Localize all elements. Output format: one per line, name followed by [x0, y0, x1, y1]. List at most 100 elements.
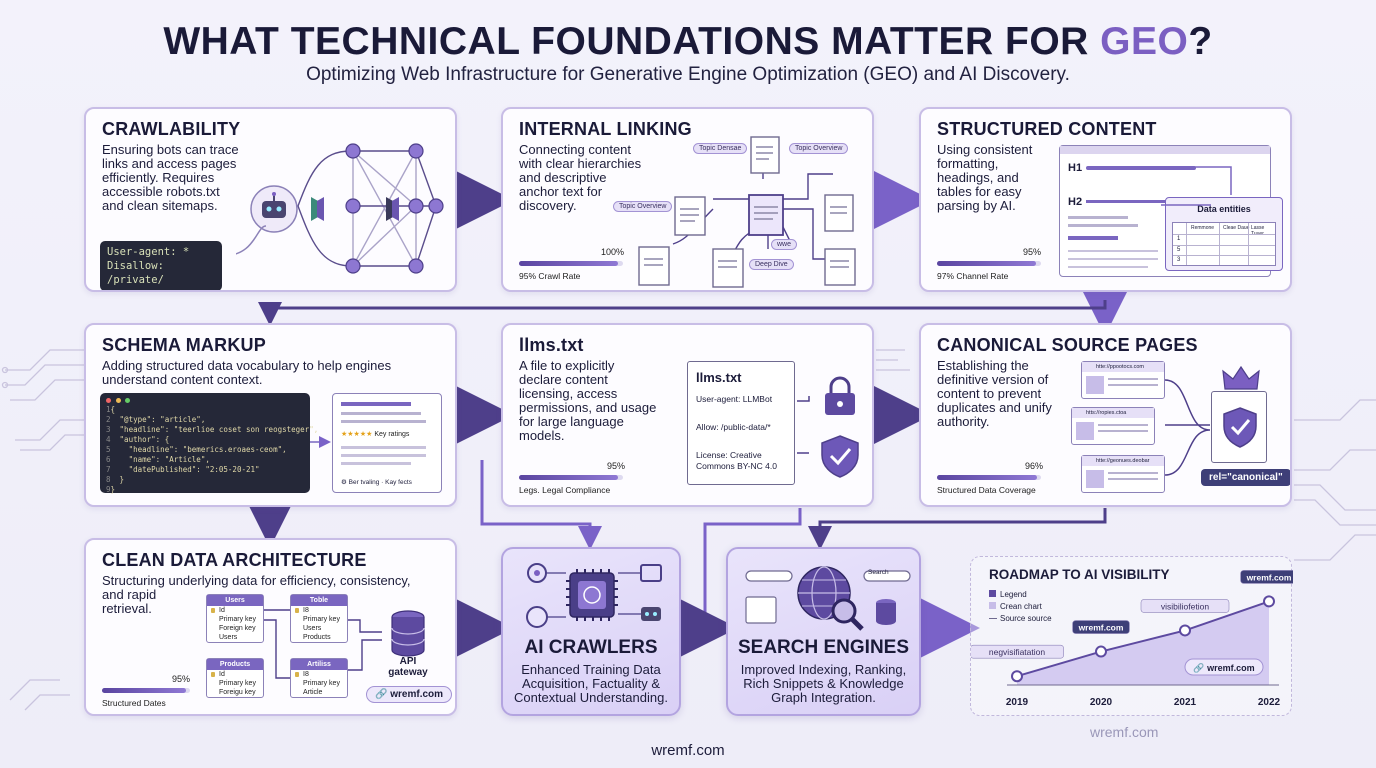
database-icon: [876, 599, 896, 625]
roadmap-link-label: 🔗 wremf.com: [1193, 662, 1254, 674]
legal-bar: [519, 475, 623, 480]
search-engines-card: Search SEARCH ENGINES Improved Indexing,…: [726, 547, 921, 716]
robot-icon: [640, 564, 662, 621]
h2-tag: H2: [1068, 196, 1083, 208]
url-page: htts://ropies.ctoa: [1071, 407, 1155, 445]
roadmap-point-label-box: [1240, 570, 1293, 584]
roadmap-point: [1263, 595, 1275, 608]
shield-check-icon: [1223, 407, 1257, 448]
clean-data-title: CLEAN DATA ARCHITECTURE: [102, 550, 367, 570]
roadmap-line: [1016, 600, 1270, 678]
roadmap-year: 2020: [1090, 697, 1113, 708]
schema-markup-title: SCHEMA MARKUP: [102, 335, 266, 355]
watermark: wremf.com: [1090, 724, 1159, 740]
canonical-title: CANONICAL SOURCE PAGES: [937, 335, 1198, 355]
search-engines-title: SEARCH ENGINES: [737, 637, 910, 658]
coverage-bar: [937, 475, 1041, 480]
dates-bar: [102, 688, 190, 693]
channel-rate-pct: 95%: [1023, 247, 1042, 257]
llms-file-icon: llms.txt User-agent: LLMBot Allow: /publ…: [687, 361, 795, 485]
page-subtitle: Optimizing Web Infrastructure for Genera…: [306, 64, 1070, 85]
roadmap-point-label: visibiliofetion: [1161, 601, 1209, 611]
roadmap-year: 2022: [1258, 697, 1281, 708]
clean-data-desc: Structuring underlying data for efficien…: [102, 573, 411, 616]
roadmap-point-label: wremf.com: [1078, 623, 1124, 633]
search-field-label: Search: [868, 569, 889, 576]
roadmap-title: ROADMAP TO AI VISIBILITY: [989, 567, 1170, 582]
link-badge[interactable]: 🔗 wremf.com: [366, 686, 453, 703]
link-pill: wwe: [771, 239, 798, 250]
channel-rate-label: 97% Channel Rate: [937, 271, 1009, 281]
legal-label: Legs. Legal Compliance: [519, 485, 611, 495]
ai-chip-icons: [526, 563, 662, 628]
legal-pct: 95%: [607, 461, 626, 471]
url-page: htte://geonues.deobar: [1081, 455, 1165, 493]
chip-icon: [566, 569, 618, 621]
roadmap-point-label-box: [971, 644, 1064, 659]
schema-markup-desc: Adding structured data vocabulary to hel…: [102, 358, 392, 387]
channel-rate-bar: [937, 261, 1041, 266]
link-pill: Deep Dive: [749, 259, 794, 270]
coverage-pct: 96%: [1025, 461, 1044, 471]
link-pill: Topic Densae: [693, 143, 748, 154]
h1-tag: H1: [1068, 162, 1083, 174]
search-engines-desc: Improved Indexing, Ranking,Rich Snippets…: [740, 662, 907, 705]
coverage-label: Structured Data Coverage: [937, 485, 1036, 495]
canonical-page: [1211, 391, 1267, 463]
brain-icon: [526, 563, 548, 628]
roadmap-point-label-box: [1140, 599, 1230, 613]
roadmap-point-label-box: [1072, 620, 1130, 634]
roadmap-legend: Legend Crean chart Source source: [989, 589, 1052, 625]
structured-content-title: STRUCTURED CONTENT: [937, 119, 1157, 139]
crawl-rate-bar: [519, 261, 623, 266]
search-icons: [745, 566, 911, 631]
crawlability-title: CRAWLABILITY: [102, 119, 241, 139]
ai-crawlers-title: AI CRAWLERS: [524, 637, 658, 658]
robots-code: User-agent: *Disallow: /private/: [100, 241, 222, 290]
doc-icons: [638, 136, 856, 288]
crown-icon: [1222, 365, 1260, 390]
roadmap-year: 2019: [1006, 697, 1029, 708]
internal-linking-title: INTERNAL LINKING: [519, 119, 692, 139]
roadmap-point: [1095, 645, 1107, 658]
robot-icon: [262, 192, 286, 218]
star-rating-icon: ★★★★★ Key ratings: [341, 431, 410, 438]
lock-icon: [825, 376, 855, 415]
dates-label: Structured Dates: [102, 698, 166, 708]
dates-pct: 95%: [172, 674, 191, 684]
roadmap-panel: ROADMAP TO AI VISIBILITY Legend Crean ch…: [970, 556, 1293, 716]
magnifier-icon: [831, 598, 864, 631]
link-pill: Topic Overview: [613, 201, 673, 212]
rich-result-preview: ★★★★★ Key ratings ⚙ Ber tvaling · Kay fe…: [332, 393, 442, 493]
llms-title: llms.txt: [519, 335, 584, 355]
url-page: htte://ppootocs.com: [1081, 361, 1165, 399]
link-pill: Topic Overview: [789, 143, 849, 154]
roadmap-point-label: negvisifiatation: [989, 647, 1046, 657]
roadmap-year: 2021: [1174, 697, 1197, 708]
clean-data-card: CLEAN DATA ARCHITECTURE Structuring unde…: [84, 538, 457, 716]
crawl-rate-label: 95% Crawl Rate: [519, 271, 581, 281]
roadmap-point: [1011, 670, 1023, 683]
roadmap-chart: 2019 negvisifiatation 2020 wremf.com 2021 vis…: [971, 570, 1293, 708]
schema-markup-card: SCHEMA MARKUP Adding structured data voc…: [84, 323, 457, 507]
data-entities-table: Data entities Remmone Cleae Daue Lasse T…: [1165, 197, 1283, 271]
roadmap-point: [1179, 624, 1191, 637]
crawl-rate-pct: 100%: [601, 247, 625, 257]
